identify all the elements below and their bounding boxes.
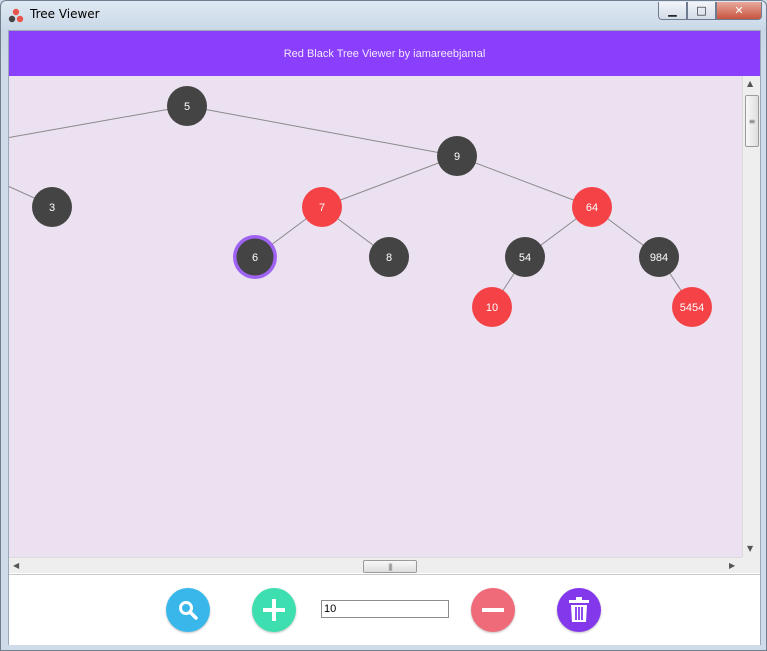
node-circle bbox=[572, 187, 612, 227]
add-button[interactable] bbox=[252, 588, 296, 632]
node-circle bbox=[505, 237, 545, 277]
tree-node-64[interactable]: 64 bbox=[572, 187, 612, 227]
tree-edge bbox=[456, 155, 593, 208]
node-label: 8 bbox=[386, 252, 392, 264]
client-area: Red Black Tree Viewer by iamareebjamal 5… bbox=[8, 30, 761, 645]
edge-offscreen-root bbox=[9, 105, 188, 138]
node-circle bbox=[672, 287, 712, 327]
node-circle bbox=[472, 287, 512, 327]
tree-canvas[interactable]: 5 3 9 7 64 6 8 54 984 10 5454 bbox=[9, 76, 742, 557]
search-button[interactable] bbox=[166, 588, 210, 632]
node-label: 3 bbox=[49, 202, 55, 214]
minus-icon bbox=[482, 608, 504, 612]
tree-node-54[interactable]: 54 bbox=[505, 237, 545, 277]
horizontal-grip: ||| bbox=[387, 562, 393, 571]
node-circle bbox=[369, 237, 409, 277]
tree-node-6[interactable]: 6 bbox=[233, 235, 277, 279]
scroll-right-arrow[interactable]: ▶ bbox=[729, 561, 736, 570]
node-label: 5 bbox=[184, 101, 190, 113]
tree-node-3[interactable]: 3 bbox=[32, 187, 72, 227]
horizontal-scrollbar[interactable]: ◀ ||| ▶ bbox=[9, 557, 742, 573]
trash-icon bbox=[569, 597, 589, 622]
scroll-left-arrow[interactable]: ◀ bbox=[13, 561, 20, 570]
app-icon bbox=[8, 8, 24, 23]
tree-node-5454[interactable]: 5454 bbox=[672, 287, 712, 327]
node-label: 54 bbox=[519, 252, 531, 264]
window-controls: ▁ □ ✕ bbox=[658, 2, 762, 20]
scroll-down-arrow[interactable]: ▼ bbox=[747, 544, 754, 553]
scroll-up-arrow[interactable]: ▲ bbox=[747, 79, 754, 88]
vertical-scrollbar[interactable]: ▲ ≡ ▼ bbox=[742, 76, 760, 557]
node-circle bbox=[639, 237, 679, 277]
tree-scroll-pane: 5 3 9 7 64 6 8 54 984 10 5454 ▲ ≡ ▼ ◀ ||| ▶ bbox=[9, 76, 760, 573]
tree-node-10[interactable]: 10 bbox=[472, 287, 512, 327]
vertical-grip: ≡ bbox=[748, 116, 756, 126]
node-circle bbox=[437, 136, 477, 176]
tree-node-7[interactable]: 7 bbox=[302, 187, 342, 227]
scroll-corner bbox=[742, 557, 760, 573]
close-button[interactable]: ✕ bbox=[716, 2, 762, 20]
header-title: Red Black Tree Viewer by iamareebjamal bbox=[283, 47, 486, 60]
node-label: 6 bbox=[252, 252, 258, 264]
tree-edge bbox=[186, 105, 458, 157]
tree-node-9[interactable]: 9 bbox=[437, 136, 477, 176]
node-circle bbox=[167, 86, 207, 126]
vertical-scroll-thumb[interactable]: ≡ bbox=[745, 95, 759, 147]
app-header: Red Black Tree Viewer by iamareebjamal bbox=[9, 31, 760, 76]
value-input[interactable] bbox=[321, 600, 449, 618]
tree-node-984[interactable]: 984 bbox=[639, 237, 679, 277]
tree-node-8[interactable]: 8 bbox=[369, 237, 409, 277]
window-title: Tree Viewer bbox=[30, 7, 100, 21]
node-label: 5454 bbox=[680, 302, 704, 314]
node-label: 9 bbox=[454, 151, 460, 163]
node-label: 7 bbox=[319, 202, 325, 214]
node-label: 10 bbox=[486, 302, 498, 314]
clear-button[interactable] bbox=[557, 588, 601, 632]
minimize-button[interactable]: ▁ bbox=[658, 2, 687, 20]
remove-button[interactable] bbox=[471, 588, 515, 632]
search-icon bbox=[179, 601, 198, 620]
title-bar[interactable]: Tree Viewer ▁ □ ✕ bbox=[1, 1, 766, 29]
node-circle bbox=[302, 187, 342, 227]
node-label: 64 bbox=[586, 202, 598, 214]
tree-edge bbox=[321, 155, 458, 208]
plus-icon bbox=[263, 599, 285, 621]
node-circle bbox=[32, 187, 72, 227]
node-label: 984 bbox=[650, 252, 668, 264]
bottom-toolbar bbox=[9, 574, 760, 645]
horizontal-scroll-thumb[interactable]: ||| bbox=[363, 560, 417, 573]
tree-node-5[interactable]: 5 bbox=[167, 86, 207, 126]
maximize-button[interactable]: □ bbox=[687, 2, 716, 20]
node-circle bbox=[236, 238, 274, 276]
